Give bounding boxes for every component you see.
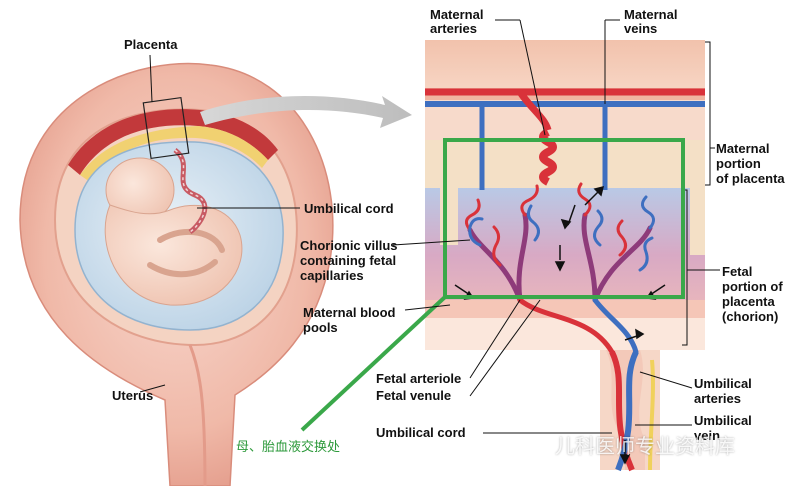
label-maternal-portion-line3: of placenta bbox=[716, 171, 785, 186]
label-maternal-portion-line1: Maternal bbox=[716, 141, 770, 156]
zoom-arrow bbox=[200, 95, 412, 128]
label-fetal-portion: Fetal portion of placenta (chorion) bbox=[722, 264, 783, 324]
label-maternal-blood-pools-line1: Maternal blood bbox=[303, 305, 396, 320]
uterus-illustration bbox=[19, 62, 334, 486]
label-chorionic-villus-line2: containing fetal bbox=[300, 253, 397, 268]
label-fetal-portion-line2: portion of bbox=[722, 279, 783, 294]
zoom-box bbox=[142, 96, 190, 160]
fetus bbox=[104, 157, 243, 306]
label-maternal-veins: Maternal veins bbox=[624, 8, 677, 36]
label-placenta: Placenta bbox=[124, 37, 178, 52]
label-uterus: Uterus bbox=[112, 388, 154, 403]
label-fetal-venule: Fetal venule bbox=[376, 388, 452, 403]
label-umbilical-arteries: Umbilical arteries bbox=[694, 376, 752, 406]
label-fetal-arteriole: Fetal arteriole bbox=[376, 371, 462, 386]
label-umbilical-arteries-line2: arteries bbox=[694, 391, 741, 406]
label-umbilical-arteries-line1: Umbilical bbox=[694, 376, 752, 391]
label-maternal-arteries-line1: Maternal bbox=[430, 7, 484, 22]
label-maternal-blood-pools-line2: pools bbox=[303, 320, 338, 335]
label-umbilical-vein: Umbilical vein bbox=[694, 413, 752, 443]
label-umbilical-vein-line1: Umbilical bbox=[694, 413, 752, 428]
annotation-exchange-site: 母、胎血液交换处 bbox=[236, 440, 341, 455]
label-umbilical-cord-bottom: Umbilical cord bbox=[376, 425, 466, 440]
leader-lines-right bbox=[392, 19, 693, 434]
label-maternal-arteries-line2: arteries bbox=[430, 21, 477, 36]
label-fetal-portion-line1: Fetal bbox=[722, 264, 753, 279]
leader-lines-left bbox=[139, 54, 300, 393]
label-chorionic-villus-line3: capillaries bbox=[300, 268, 364, 283]
label-maternal-portion-line2: portion bbox=[716, 156, 761, 171]
label-maternal-veins-line1: Maternal bbox=[624, 7, 678, 22]
chorionic-villi bbox=[465, 182, 655, 355]
label-fetal-portion-line3: placenta bbox=[722, 294, 775, 309]
label-chorionic-villus-line1: Chorionic villus bbox=[300, 238, 398, 253]
label-maternal-arteries: Maternal arteries bbox=[430, 8, 483, 36]
exchange-highlight-leader bbox=[300, 295, 447, 432]
label-maternal-portion: Maternal portion of placenta bbox=[716, 141, 785, 186]
label-umbilical-cord-left: Umbilical cord bbox=[304, 201, 394, 216]
placenta-cross-section bbox=[425, 40, 720, 472]
label-chorionic-villus: Chorionic villus containing fetal capill… bbox=[300, 238, 398, 283]
label-umbilical-vein-line2: vein bbox=[694, 428, 721, 443]
label-maternal-veins-line2: veins bbox=[624, 21, 658, 36]
label-fetal-portion-line4: (chorion) bbox=[722, 309, 779, 324]
label-maternal-blood-pools: Maternal blood pools bbox=[303, 305, 395, 335]
watermark: 儿科医师专业资料库 bbox=[555, 434, 735, 458]
exchange-highlight-box bbox=[443, 138, 685, 299]
